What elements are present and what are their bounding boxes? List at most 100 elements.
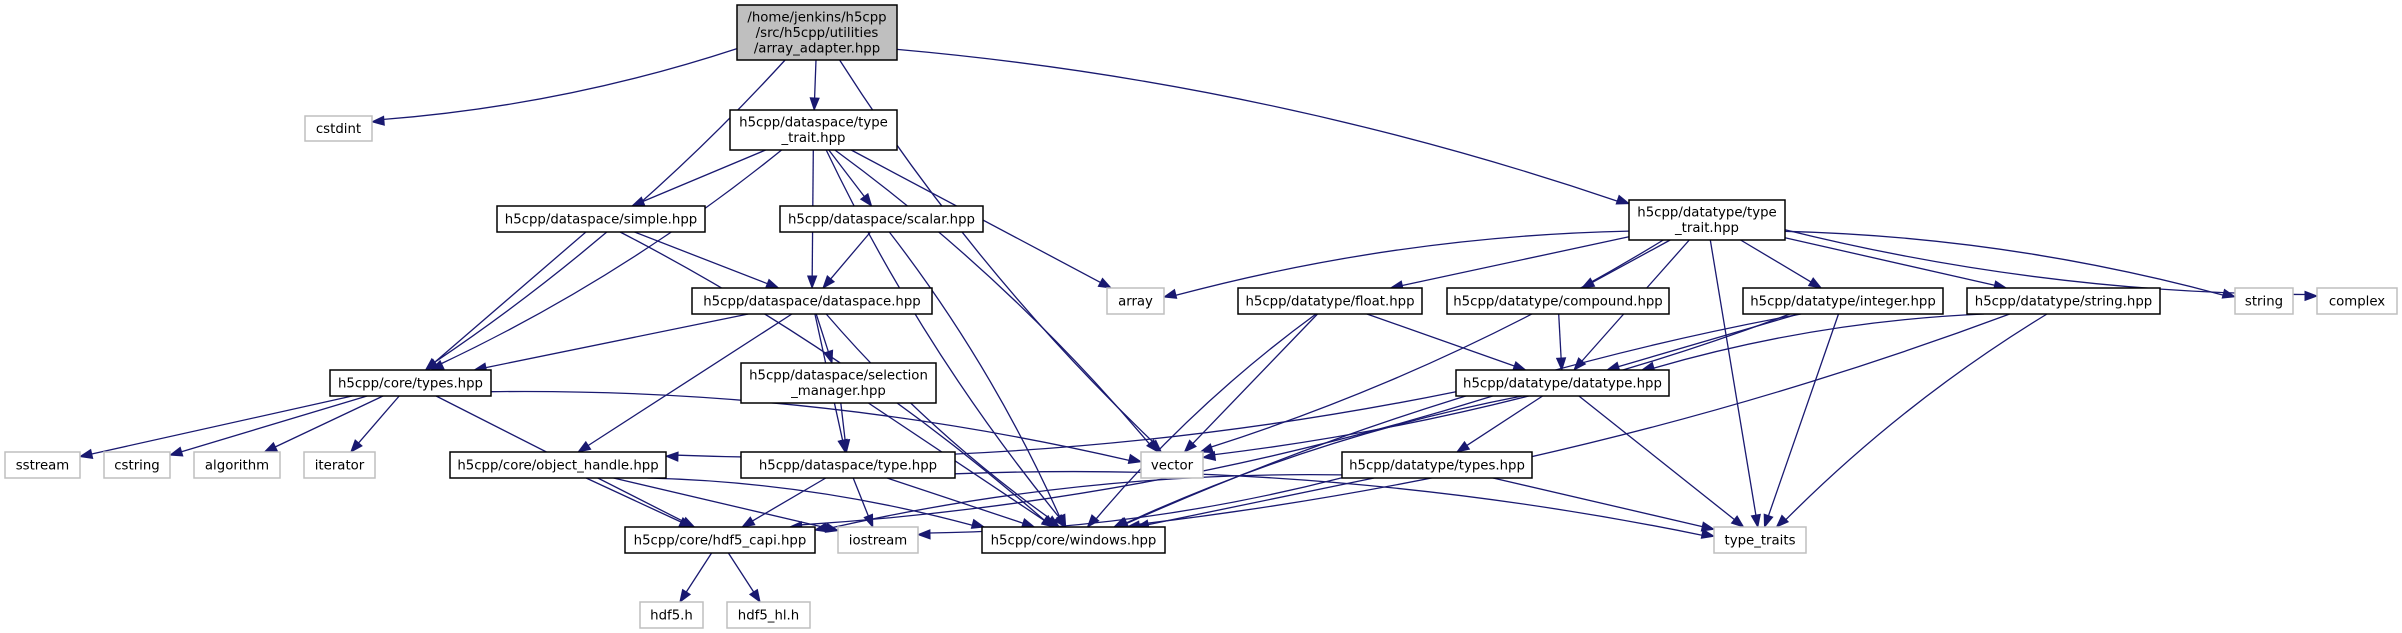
edge-line [685, 552, 713, 593]
arrowhead-icon [1146, 439, 1160, 454]
node-label: h5cpp/core/types.hpp [338, 376, 483, 391]
arrowhead-icon [370, 115, 385, 126]
node-label: h5cpp/datatype/string.hpp [1975, 294, 2152, 309]
arrowhead-icon [822, 275, 836, 290]
edge-line [1709, 239, 1757, 516]
node-box [729, 109, 898, 151]
node-box [304, 115, 373, 142]
edge-dt_type_trait-to-dt_compound [1580, 239, 1671, 289]
node-ds-type[interactable]: h5cpp/dataspace/type.hpp [740, 451, 956, 479]
edge-line [828, 149, 865, 197]
node-label: sstream [16, 458, 70, 473]
edge-line [490, 390, 1130, 462]
node-ds-simple[interactable]: h5cpp/dataspace/simple.hpp [496, 205, 706, 233]
arrowhead-icon [679, 588, 692, 604]
arrowhead-icon [1700, 521, 1716, 532]
node-box [1628, 199, 1786, 241]
node-dt-integer[interactable]: h5cpp/datatype/integer.hpp [1742, 287, 1944, 315]
edge-ds_dataspace-to-core_object_handle [576, 313, 793, 453]
edge-dt_type_trait-to-complex [1784, 229, 2319, 302]
node-label: vector [1151, 458, 1194, 473]
node-label: iostream [849, 533, 907, 548]
edge-core_types-to-vector [490, 390, 1143, 464]
arrowhead-icon [748, 588, 761, 604]
node-box [303, 451, 376, 479]
edge-dt_integer-to-type_traits [1763, 313, 1840, 529]
edge-line [642, 149, 766, 202]
node-box [740, 451, 956, 479]
node-dt-types[interactable]: h5cpp/datatype/types.hpp [1341, 451, 1533, 479]
edge-line [1740, 239, 1812, 283]
edge-line [825, 149, 1060, 518]
arrowhead-icon [863, 513, 874, 529]
edge-core_types-to-algorithm [263, 395, 384, 453]
node-label: h5cpp/dataspace/scalar.hpp [788, 212, 975, 227]
edge-line [1125, 395, 1523, 524]
edge-dt_datatype-to-dt_types [1455, 395, 1543, 453]
node-ds-scalar[interactable]: h5cpp/dataspace/scalar.hpp [779, 205, 984, 233]
edge-ds_type-to-type_traits [954, 470, 1716, 539]
edge-line [896, 48, 1618, 202]
node-dt-type-trait[interactable]: h5cpp/datatype/type_trait.hpp [1628, 199, 1786, 241]
edge-line [1402, 236, 1630, 287]
node-box [1713, 526, 1807, 554]
node-box [103, 451, 171, 479]
node-core-hdf5-capi[interactable]: h5cpp/core/hdf5_capi.hpp [624, 526, 816, 554]
node-ds-dataspace[interactable]: h5cpp/dataspace/dataspace.hpp [691, 287, 933, 315]
arrowhead-icon [1086, 514, 1100, 529]
edge-core_object_handle-to-core_windows [647, 477, 986, 529]
edge-dt_type_trait-to-dt_integer [1740, 239, 1823, 289]
node-label: h5cpp/dataspace/type.hpp [759, 458, 937, 473]
node-box [449, 451, 667, 479]
edge-ds_type_trait-to-vector [834, 149, 1160, 454]
edge-line [1785, 313, 2048, 521]
edge-line [91, 395, 353, 455]
edge-dt_compound-to-dt_datatype [1555, 313, 1567, 372]
edge-dt_type_trait-to-vector [1199, 239, 1664, 454]
node-box [1966, 287, 2161, 315]
edges-layer [78, 47, 2319, 604]
edge-line [1192, 313, 1318, 444]
arrowhead-icon [1199, 443, 1214, 454]
node-label: h5cpp/core/hdf5_capi.hpp [634, 533, 807, 548]
arrowhead-icon [1040, 515, 1056, 528]
edge-dt_types-to-core_hdf5_capi [813, 474, 1343, 533]
edge-line [1214, 313, 1791, 456]
node-hdf5-hl-h: hdf5_hl.h [726, 601, 811, 629]
node-hdf5-h: hdf5.h [639, 601, 704, 629]
node-box [496, 205, 706, 233]
arrowhead-icon [1775, 514, 1790, 528]
edge-line [1618, 313, 1799, 368]
edge-dt_type_trait-to-array [1162, 230, 1630, 299]
arrowhead-icon [839, 439, 851, 454]
arrowhead-icon [1201, 450, 1217, 462]
node-core-object-handle[interactable]: h5cpp/core/object_handle.hpp [449, 451, 667, 479]
node-dt-datatype[interactable]: h5cpp/datatype/datatype.hpp [1455, 369, 1670, 397]
edge-ds_dataspace-to-core_types [472, 313, 749, 373]
node-iostream: iostream [837, 526, 919, 554]
edge-line [954, 470, 1703, 536]
edge-line [587, 313, 793, 447]
node-box [1742, 287, 1944, 315]
node-box [740, 362, 937, 404]
node-root[interactable]: /home/jenkins/h5cpp/src/h5cpp/utilities/… [736, 4, 898, 61]
node-ds-selection[interactable]: h5cpp/dataspace/selection_manager.hpp [740, 362, 937, 404]
edge-line [1578, 395, 1735, 521]
edge-line [1653, 313, 1985, 369]
edge-line [1138, 313, 2010, 525]
edge-ds_type-to-iostream [852, 477, 874, 529]
node-dt-string[interactable]: h5cpp/datatype/string.hpp [1966, 287, 2161, 315]
edge-line [358, 395, 400, 444]
node-core-windows[interactable]: h5cpp/core/windows.hpp [981, 526, 1166, 554]
node-sstream: sstream [4, 451, 81, 479]
node-ds-type-trait[interactable]: h5cpp/dataspace/type_trait.hpp [729, 109, 898, 151]
node-core-types[interactable]: h5cpp/core/types.hpp [329, 369, 492, 397]
node-box [981, 526, 1166, 554]
node-dt-compound[interactable]: h5cpp/datatype/compound.hpp [1446, 287, 1670, 315]
node-label: /home/jenkins/h5cpp [747, 10, 886, 25]
node-label: /src/h5cpp/utilities [756, 26, 879, 41]
node-dt-float[interactable]: h5cpp/datatype/float.hpp [1237, 287, 1423, 315]
arrowhead-icon [1555, 357, 1567, 372]
node-box [1140, 451, 1204, 479]
node-label: h5cpp/dataspace/dataspace.hpp [703, 294, 921, 309]
